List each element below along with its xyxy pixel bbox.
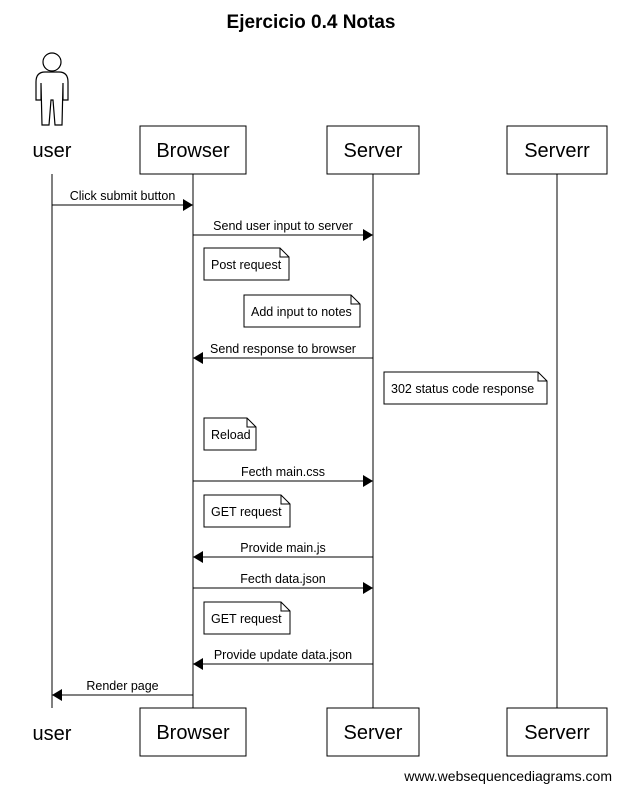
diagram-title: Ejercicio 0.4 Notas: [227, 12, 396, 33]
note-box: [243, 294, 361, 328]
note-label: 302 status code response: [391, 382, 534, 396]
note-3: 302 status code response: [383, 371, 548, 405]
message-3: Send response to browser: [193, 342, 373, 364]
participant-server-top: Server: [326, 125, 420, 175]
participant-browser-top: Browser: [139, 125, 247, 175]
note-fold: [280, 495, 290, 505]
note-label: Add input to notes: [251, 305, 352, 319]
message-5: Provide main.js: [193, 541, 373, 563]
note-box: [203, 494, 291, 528]
participant-browser-bottom: Browser: [139, 707, 247, 757]
participant-box: [139, 707, 247, 757]
actor-icon: [35, 52, 69, 126]
message-1: Click submit button: [52, 189, 193, 211]
message-label: Provide main.js: [240, 541, 325, 555]
note-label: Reload: [211, 428, 251, 442]
note-5: GET request: [203, 494, 291, 528]
note-6: GET request: [203, 601, 291, 635]
message-7: Provide update data.json: [193, 648, 373, 670]
participant-user-top-label: user: [33, 140, 72, 162]
note-box: [203, 417, 257, 451]
note-4: Reload: [203, 417, 257, 451]
note-fold: [537, 372, 547, 382]
message-4: Fecth main.css: [193, 465, 373, 487]
participant-box: [139, 125, 247, 175]
note-label: GET request: [211, 505, 282, 519]
message-label: Click submit button: [70, 189, 176, 203]
note-2: Add input to notes: [243, 294, 361, 328]
participant-serverr-bottom: Serverr: [506, 707, 608, 757]
participant-box: [506, 707, 608, 757]
note-fold: [279, 248, 289, 258]
note-1: Post request: [203, 247, 290, 281]
participant-box: [326, 125, 420, 175]
message-label: Render page: [86, 679, 158, 693]
note-fold: [246, 418, 256, 428]
message-8: Render page: [52, 679, 193, 701]
participant-user-bottom-label: user: [33, 723, 72, 745]
message-label: Provide update data.json: [214, 648, 352, 662]
footer-credit: www.websequencediagrams.com: [403, 768, 612, 784]
participant-box: [326, 707, 420, 757]
message-label: Send user input to server: [213, 219, 353, 233]
note-box: [383, 371, 548, 405]
note-label: GET request: [211, 612, 282, 626]
note-box: [203, 601, 291, 635]
participant-server-bottom: Server: [326, 707, 420, 757]
participant-serverr-top: Serverr: [506, 125, 608, 175]
message-2: Send user input to server: [193, 219, 373, 241]
participant-box: [506, 125, 608, 175]
participant-label: Server: [344, 722, 403, 744]
message-label: Fecth data.json: [240, 572, 326, 586]
note-fold: [280, 602, 290, 612]
participant-label: Server: [344, 140, 403, 162]
participant-label: Browser: [156, 722, 230, 744]
note-fold: [350, 295, 360, 305]
participant-label: Serverr: [524, 722, 590, 744]
message-label: Send response to browser: [210, 342, 356, 356]
note-label: Post request: [211, 258, 282, 272]
participant-label: Serverr: [524, 140, 590, 162]
participant-label: Browser: [156, 140, 230, 162]
message-label: Fecth main.css: [241, 465, 325, 479]
message-6: Fecth data.json: [193, 572, 373, 594]
note-box: [203, 247, 290, 281]
